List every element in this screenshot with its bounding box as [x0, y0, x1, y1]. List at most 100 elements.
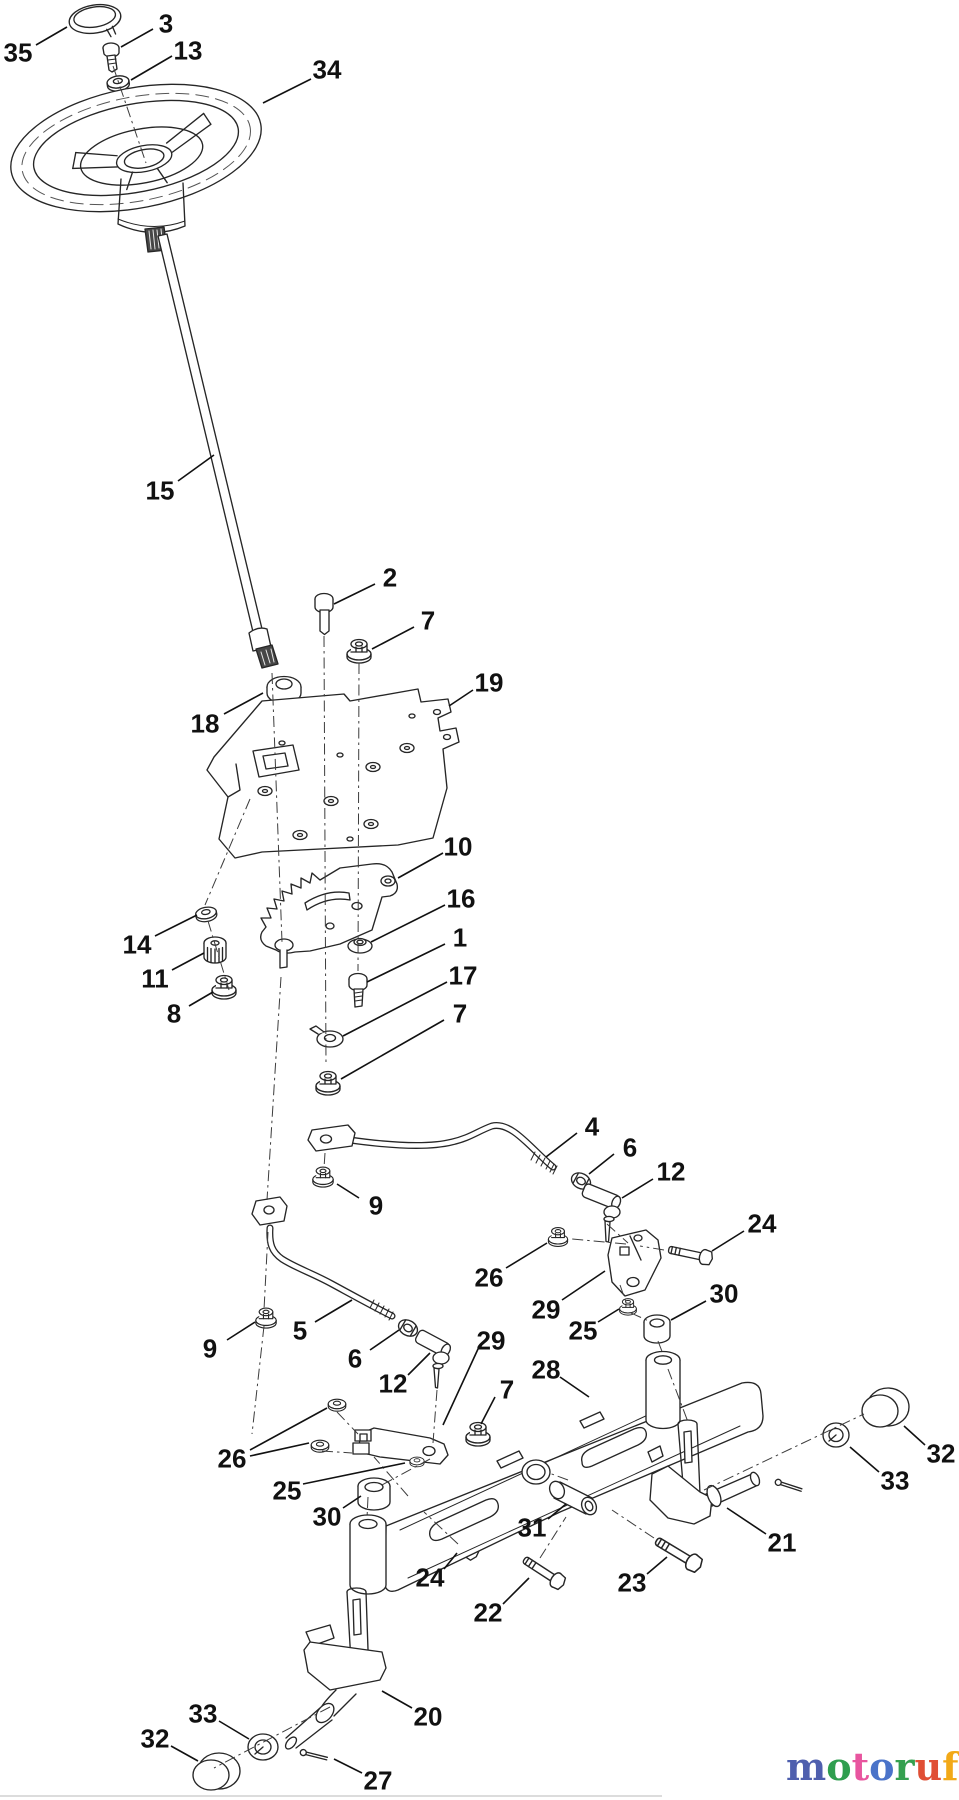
callout-label-30: 30 — [710, 1278, 739, 1308]
logo-letter: r — [894, 1744, 915, 1789]
callout-label-30: 30 — [313, 1501, 342, 1531]
callout-label-25: 25 — [273, 1475, 302, 1505]
leader-line — [407, 1352, 431, 1376]
leader-line — [170, 1745, 199, 1762]
callout-label-26: 26 — [475, 1262, 504, 1292]
logo-letter: f — [942, 1744, 959, 1789]
callout-label-21: 21 — [768, 1527, 797, 1557]
right-spindle — [647, 1419, 804, 1525]
leader-line — [381, 1690, 413, 1709]
callout-label-10: 10 — [444, 831, 473, 861]
leader-line — [366, 943, 446, 983]
front-axle — [349, 1350, 764, 1595]
jam-nut-6b — [397, 1319, 419, 1337]
leader-line — [302, 1462, 406, 1485]
leader-line — [480, 1396, 496, 1425]
screw-1 — [348, 972, 368, 1008]
leader-line — [340, 1019, 445, 1080]
pivot-bolt-23 — [651, 1532, 706, 1576]
washer-14 — [194, 904, 219, 924]
leader-line — [670, 1300, 707, 1321]
callout-label-25: 25 — [569, 1315, 598, 1345]
leader-line — [621, 1178, 654, 1199]
left-steering-arm — [352, 1427, 449, 1465]
leader-line — [711, 1230, 745, 1252]
leader-line — [130, 55, 173, 81]
steering-wheel-cap — [68, 3, 122, 38]
callout-label-35: 35 — [4, 37, 33, 67]
callout-label-32: 32 — [927, 1438, 956, 1468]
callout-label-20: 20 — [414, 1701, 443, 1731]
washer-33a — [822, 1422, 850, 1448]
motoruf-watermark: motoruf’.de — [786, 1748, 959, 1786]
assembly-axis-lines — [112, 65, 865, 1769]
callout-label-29: 29 — [532, 1294, 561, 1324]
callout-label-28: 28 — [532, 1354, 561, 1384]
leader-line — [547, 1503, 567, 1520]
callout-label-18: 18 — [191, 708, 220, 738]
leader-line — [342, 981, 448, 1037]
leader-line — [262, 78, 312, 104]
lock-nut-11 — [203, 936, 227, 964]
leader-line — [171, 952, 205, 971]
callout-label-9: 9 — [203, 1333, 217, 1363]
ball-joint-12b — [414, 1329, 452, 1389]
dash-bolt — [314, 592, 334, 636]
flange-nut-7b — [315, 1070, 341, 1096]
callout-label-16: 16 — [447, 883, 476, 913]
cap-bolt — [102, 42, 120, 73]
leader-line — [849, 1446, 880, 1473]
leader-line — [448, 689, 474, 707]
leader-line — [369, 1329, 400, 1351]
ball-joint-12a — [581, 1183, 622, 1243]
leader-line — [505, 1242, 548, 1269]
pinch-bolt-24a — [666, 1241, 715, 1267]
callout-label-12: 12 — [379, 1368, 408, 1398]
callout-label-33: 33 — [189, 1698, 218, 1728]
leader-line — [370, 904, 446, 943]
callout-label-27: 27 — [364, 1765, 393, 1795]
leader-line — [597, 1308, 620, 1323]
callout-label-12: 12 — [657, 1156, 686, 1186]
steering-sector-plate — [260, 863, 399, 969]
callout-label-3: 3 — [159, 8, 173, 38]
washer-25b — [409, 1456, 425, 1468]
pivot-bolt-22 — [519, 1552, 569, 1593]
leader-line — [559, 1376, 590, 1398]
washer-26b-lower — [310, 1439, 330, 1453]
callout-label-31: 31 — [518, 1512, 547, 1542]
callout-label-11: 11 — [141, 963, 169, 993]
leader-line — [333, 583, 376, 605]
callout-label-23: 23 — [618, 1567, 647, 1597]
callout-label-17: 17 — [449, 960, 478, 990]
leader-line — [545, 1132, 578, 1158]
callout-labels: 3531334152718191016117714118461292426292… — [4, 8, 956, 1795]
leader-line — [223, 692, 264, 715]
leader-line — [35, 26, 68, 46]
leader-line — [903, 1425, 926, 1446]
steering-shaft — [157, 233, 279, 669]
pivot-bushing-31 — [548, 1480, 598, 1516]
leader-line — [314, 1299, 353, 1323]
logo-letter: o — [826, 1744, 852, 1789]
drag-link — [251, 1196, 396, 1321]
leader-line — [177, 454, 215, 482]
callout-label-13: 13 — [174, 35, 203, 65]
bushing-30b — [357, 1477, 391, 1511]
logo-letter: u — [914, 1744, 943, 1789]
cap-32a — [861, 1387, 910, 1428]
flange-nut-9b — [255, 1307, 277, 1329]
shaft-bushing — [266, 675, 302, 705]
leader-line — [249, 1407, 328, 1451]
logo-letter: t — [851, 1744, 870, 1789]
callout-label-7: 7 — [421, 605, 435, 635]
leader-line — [249, 1442, 310, 1457]
callout-label-33: 33 — [881, 1465, 910, 1495]
callout-label-1: 1 — [453, 922, 467, 952]
callout-label-2: 2 — [383, 562, 397, 592]
leader-line — [443, 1552, 458, 1570]
callout-label-6: 6 — [623, 1132, 637, 1162]
leader-line — [342, 1495, 362, 1509]
logo-letter: m — [786, 1744, 827, 1789]
